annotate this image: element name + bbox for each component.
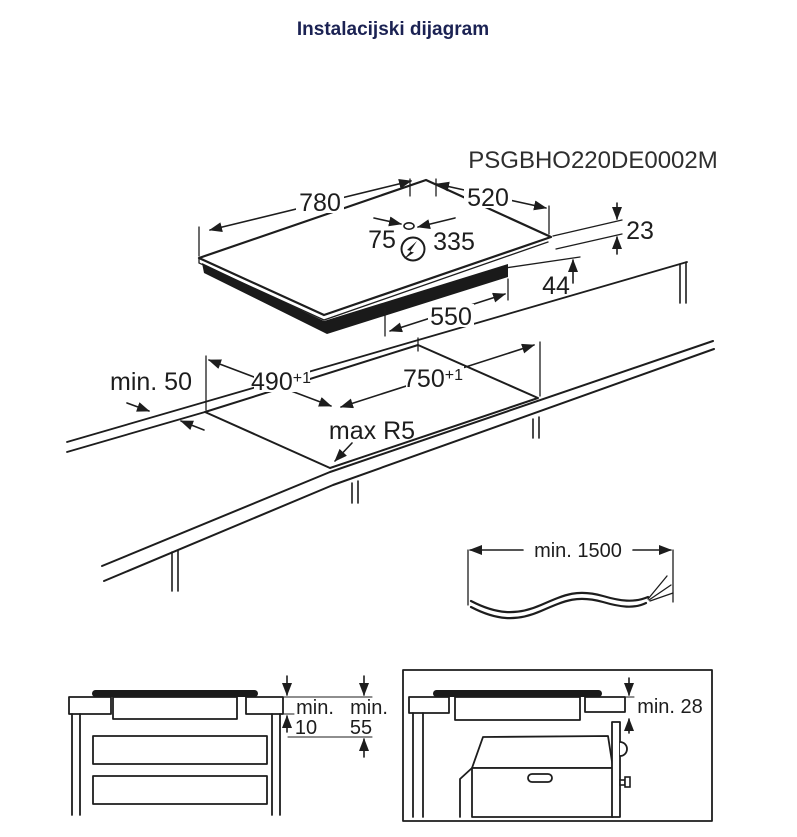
model-number: PSGBHO220DE0002M: [468, 147, 717, 174]
cabinet-side-panel-2: [412, 712, 424, 818]
cable-curve-bottom: [469, 597, 648, 620]
rear-clearance-arrow-lower: [180, 420, 205, 431]
gap-label-1: min.: [296, 697, 334, 719]
worktop-front-edge-top: [101, 340, 714, 567]
cabinet-side-panels: [71, 713, 281, 816]
hob-width-label-bg: [296, 190, 344, 213]
connection-offset-right-label: 335: [433, 228, 475, 256]
drawer-front-2: [92, 775, 268, 805]
oven-knob-icon: [619, 741, 628, 757]
worktop-back-edge-inner-line: [66, 411, 206, 453]
hob-top-view: 780 520 550 75 335 23 44: [197, 178, 654, 337]
hob-depth-extension-lines: [435, 178, 550, 235]
cutout-width-label-bg: [406, 366, 464, 389]
drawer-front-1: [92, 735, 268, 765]
gap-value-2: 55: [350, 717, 372, 739]
hob-glass-section: [92, 690, 258, 697]
worktop-left-section-2: [408, 696, 450, 714]
worktop-cutout: [204, 344, 539, 469]
corner-radius-arrow: [334, 442, 353, 462]
hob-glass-section-2: [433, 690, 602, 697]
worktop-cutout-view: 490+1 750+1 min. 50 max R5: [66, 261, 715, 592]
cutout-depth-label-bg: [254, 369, 310, 392]
cabinet-right-panel: [611, 721, 621, 818]
hob-underside-extension-lines: [384, 278, 509, 337]
hob-depth-label-bg: [464, 185, 512, 208]
connection-point: [403, 222, 415, 231]
cabinet-wall-2: [351, 480, 359, 504]
rim-height-label: 23: [626, 217, 654, 245]
oven-handle: [527, 773, 553, 783]
body-depth-label: 44: [542, 272, 570, 300]
rim-height-lines: [552, 219, 623, 250]
hob-body-band: [202, 263, 508, 334]
hob-body-section: [112, 696, 238, 720]
oven-top-face: [471, 735, 614, 769]
hob-depth-label: 520: [467, 184, 509, 212]
hob-body-section-2: [454, 696, 581, 721]
corner-radius-label: max R5: [329, 417, 415, 445]
power-connection-icon: [400, 236, 426, 262]
cutout-depth-label: 490+1: [251, 368, 311, 396]
section-extension-lines: [282, 696, 373, 738]
hob-underside-label-bg: [428, 304, 474, 327]
hob-width-label: 780: [299, 189, 341, 217]
connection-offset-left-label: 75: [368, 226, 396, 254]
worktop-right-section-2: [584, 696, 626, 713]
cabinet-wall-right: [679, 261, 687, 304]
oven-clearance-view: min. 28: [402, 669, 713, 822]
oven-clearance-label: min. 28: [637, 696, 703, 718]
worktop-left-section: [68, 696, 112, 715]
worktop-front-edge-bottom: [103, 348, 715, 582]
body-depth-line: [504, 256, 581, 269]
worktop-right-section: [245, 696, 284, 715]
cabinet-wall-3: [532, 416, 540, 439]
page-title: Instalacijski dijagram: [297, 19, 489, 40]
lightning-bolt-icon: [404, 241, 417, 259]
hob-underside-label: 550: [430, 303, 472, 331]
cutout-width-label: 750+1: [403, 365, 463, 393]
cable-wire-ends: [647, 575, 674, 602]
cable-curve-top: [469, 591, 650, 614]
rear-clearance-arrow-upper: [126, 402, 150, 412]
connection-offset-right-arrow: [417, 217, 456, 230]
gap-value-1: 10: [295, 717, 317, 739]
gap-label-2: min.: [350, 697, 388, 719]
connection-offset-left-arrow: [373, 216, 402, 227]
cable-length-view: min. 1500: [467, 540, 674, 620]
worktop-cross-section-view: min. min. 10 55: [68, 675, 388, 816]
oven: [459, 721, 631, 818]
cable-length-label: min. 1500: [534, 540, 622, 562]
rear-clearance-label: min. 50: [110, 368, 192, 396]
oven-left-edge: [459, 767, 473, 818]
cabinet-wall-1: [171, 549, 179, 592]
oven-latch-cap: [624, 776, 631, 788]
